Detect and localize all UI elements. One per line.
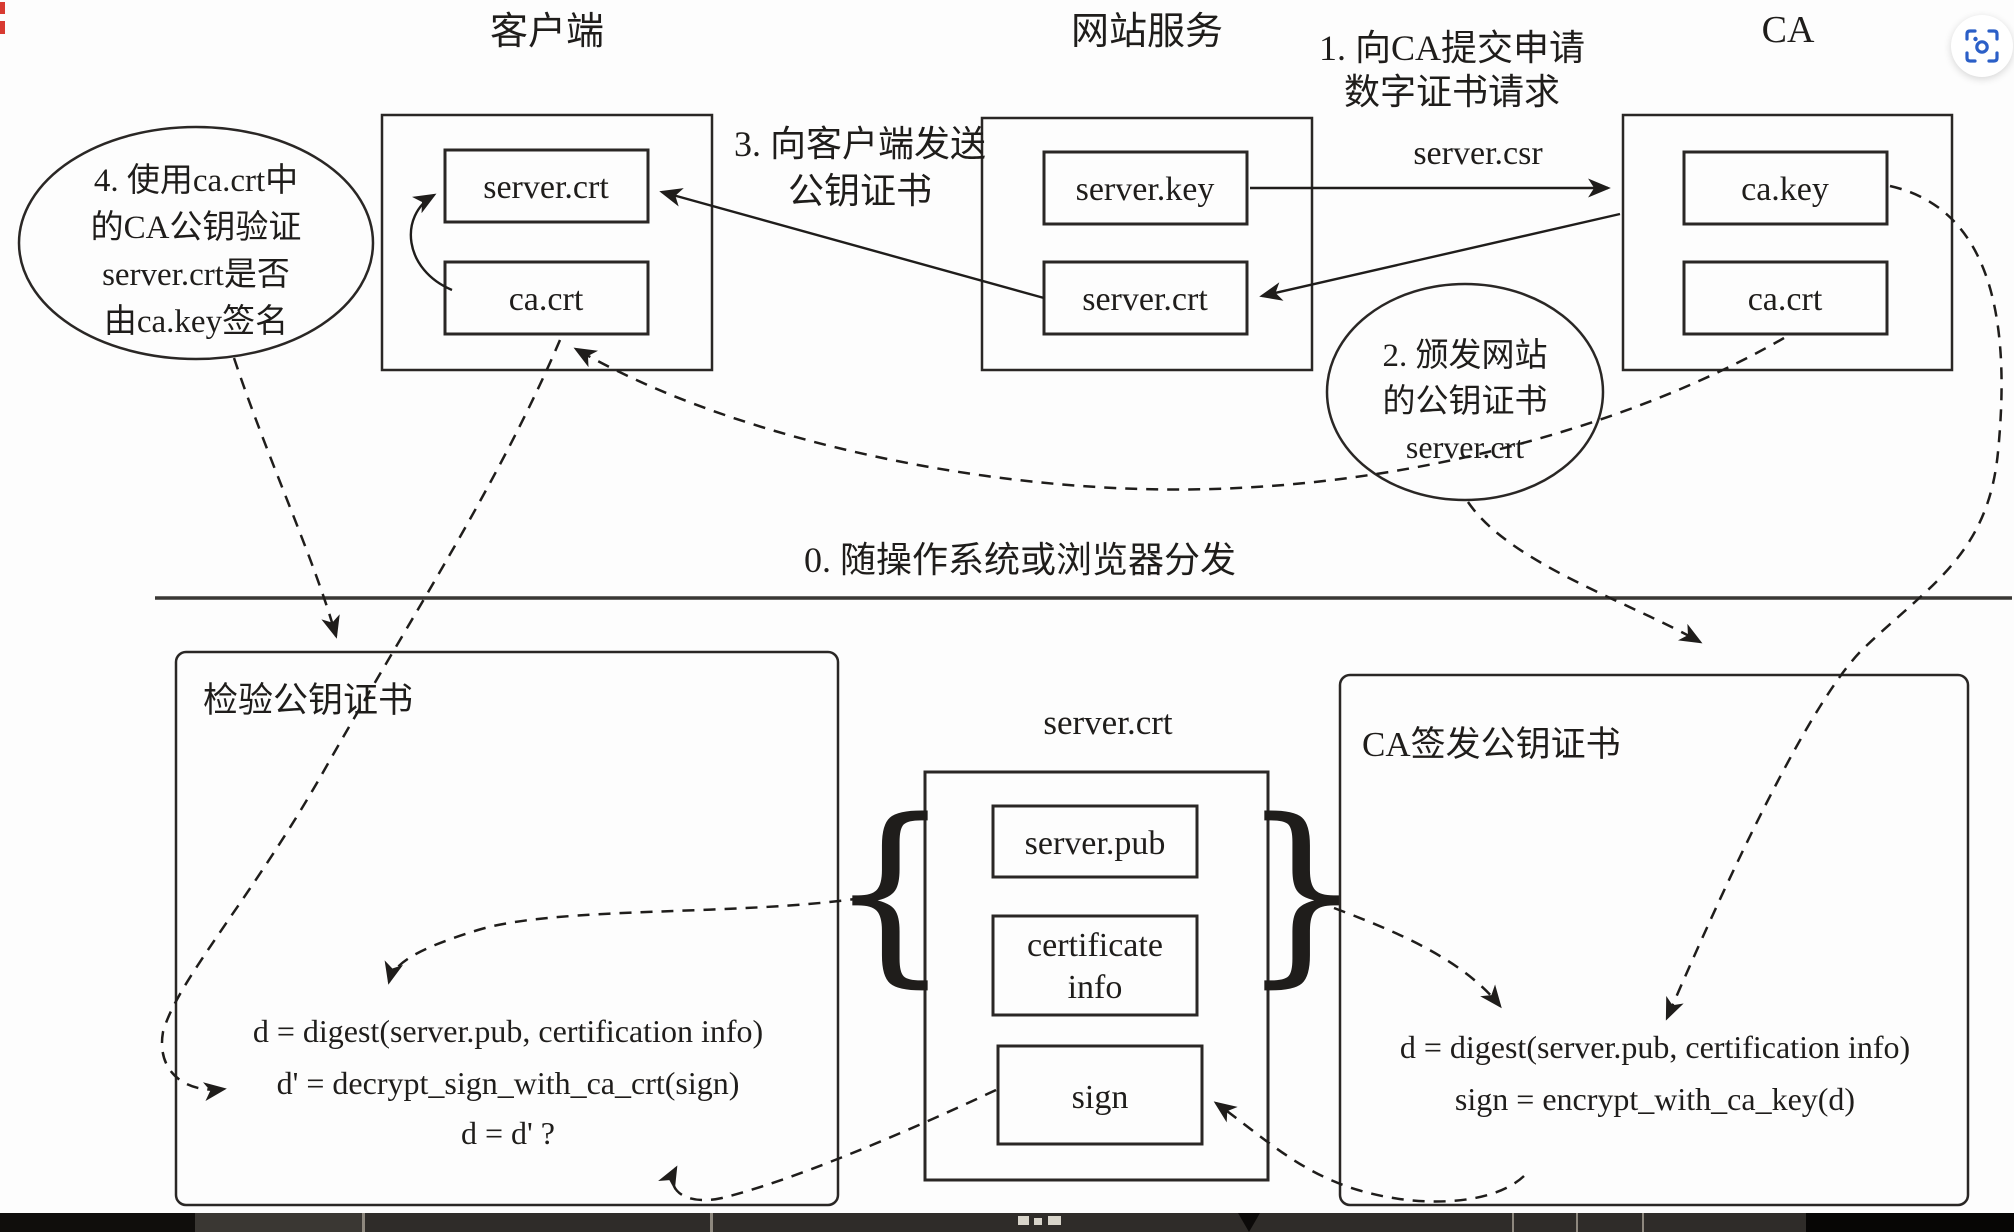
step4-line4: 由ca.key签名 (104, 303, 288, 340)
client-server-crt-label: server.crt (483, 169, 609, 206)
verify-box (174, 650, 840, 1207)
cert-info-box (991, 914, 1199, 1017)
step4-line2: 的CA公钥验证 (91, 209, 302, 246)
cert-sign-box (996, 1044, 1204, 1146)
step1-label-line2: 数字证书请求 (1344, 72, 1560, 112)
verify-box-title: 检验公钥证书 (203, 681, 413, 720)
step3-label-line2: 公钥证书 (788, 171, 932, 211)
arrow-ca-issues-cert (1259, 212, 1621, 301)
verify-formula-3: d = d' ? (461, 1115, 555, 1151)
cert-sign-label: sign (1072, 1079, 1129, 1116)
ca-key-box (1682, 150, 1889, 226)
dashed-sign-to-compare (658, 1088, 997, 1202)
website-box (980, 116, 1314, 372)
website-server-crt-label: server.crt (1082, 281, 1208, 318)
issue-box-title: CA签发公钥证书 (1362, 725, 1621, 764)
cert-info-label-line2: info (1068, 969, 1123, 1006)
dashed-brace-to-verify-digest (384, 896, 863, 985)
client-ca-crt-box (443, 260, 650, 336)
step4-ellipse (17, 125, 375, 361)
cert-info-label-line1: certificate (1027, 927, 1163, 964)
screen-edge-artifact (0, 21, 5, 34)
dashed-step0-distribution (573, 336, 1785, 491)
ca-crt-box (1682, 260, 1889, 336)
ca-key-label: ca.key (1741, 171, 1829, 208)
website-title: 网站服务 (1071, 11, 1223, 53)
issue-formula-1: d = digest(server.pub, certification inf… (1400, 1029, 1910, 1065)
client-box (380, 113, 714, 372)
step3-label-line1: 3. 向客户端发送 (734, 124, 986, 164)
ca-crt-label: ca.crt (1748, 281, 1823, 318)
brace-right: } (1240, 778, 1364, 1005)
dashed-step2-to-issue-box (1466, 501, 1703, 644)
website-server-key-box (1042, 150, 1249, 226)
ca-box (1621, 113, 1954, 372)
cert-pub-box (991, 804, 1199, 879)
issue-box (1338, 673, 1970, 1207)
scan-button[interactable] (1951, 15, 2013, 77)
brace-left: { (828, 778, 952, 1005)
ca-title: CA (1762, 9, 1815, 51)
website-server-key-label: server.key (1076, 171, 1215, 208)
arrow-cacrt-verifies-servercrt (409, 193, 453, 292)
step4-line1: 4. 使用ca.crt中 (94, 162, 298, 199)
client-ca-crt-label: ca.crt (509, 281, 584, 318)
step1-label-line1: 1. 向CA提交申请 (1319, 28, 1585, 68)
cert-box-label: server.crt (1043, 703, 1173, 742)
bottom-content-strip (0, 1213, 2014, 1232)
client-server-crt-box (443, 148, 650, 224)
dashed-step4-to-verify-box (232, 357, 340, 639)
dashed-issue-to-sign-field (1213, 1101, 1525, 1203)
step0-label: 0. 随操作系统或浏览器分发 (804, 540, 1236, 580)
client-title: 客户端 (490, 11, 604, 53)
dashed-brace-to-issue-digest (1333, 906, 1502, 1009)
cert-pub-label: server.pub (1025, 825, 1166, 862)
scan-icon (1965, 29, 1999, 63)
cert-box (923, 770, 1270, 1182)
dashed-cacrt-to-decrypt (160, 339, 562, 1102)
step1-label-line3: server.csr (1413, 135, 1543, 172)
step2-line2: 的公钥证书 (1383, 383, 1548, 420)
arrow-send-cert-to-client (659, 188, 1045, 300)
verify-formula-2: d' = decrypt_sign_with_ca_crt(sign) (277, 1065, 740, 1101)
step4-line3: server.crt是否 (102, 257, 290, 293)
screen-edge-artifact (0, 2, 5, 14)
step2-line1: 2. 颁发网站 (1383, 337, 1548, 374)
verify-formula-1: d = digest(server.pub, certification inf… (253, 1013, 763, 1049)
step2-ellipse (1325, 282, 1605, 502)
issue-formula-2: sign = encrypt_with_ca_key(d) (1455, 1081, 1855, 1117)
